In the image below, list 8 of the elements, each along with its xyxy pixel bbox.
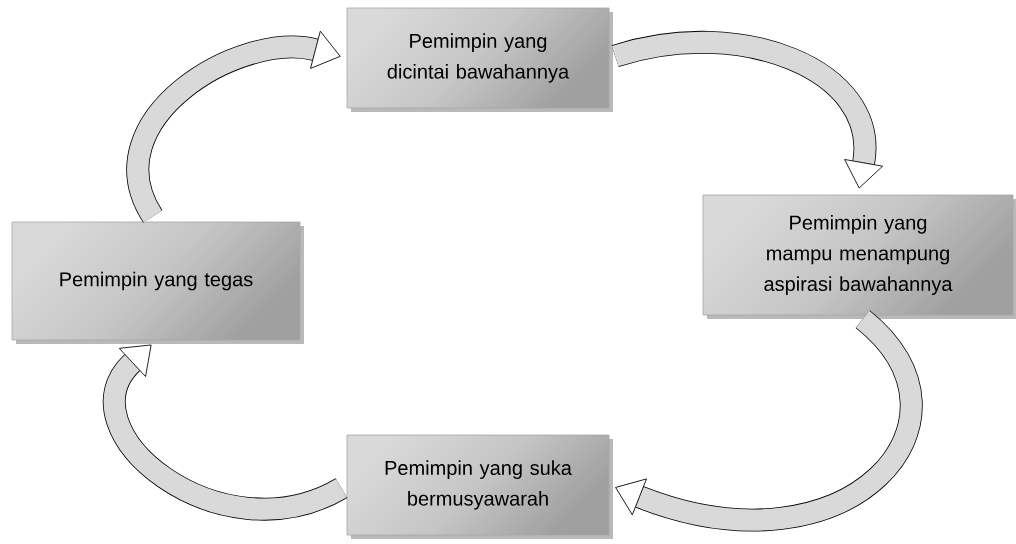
curved-arrow xyxy=(126,30,341,222)
text-box: Pemimpin yang suka bermusyawarah xyxy=(346,434,613,539)
text-box: Pemimpin yang tegas xyxy=(11,221,304,344)
text-box: Pemimpin yang dicintai bawahannya xyxy=(346,7,613,112)
text-box: Pemimpin yang mampu menampung aspirasi bawahannya xyxy=(702,194,1016,319)
curved-arrow xyxy=(612,31,883,189)
curved-arrow xyxy=(103,344,347,520)
curved-arrow xyxy=(615,311,923,531)
